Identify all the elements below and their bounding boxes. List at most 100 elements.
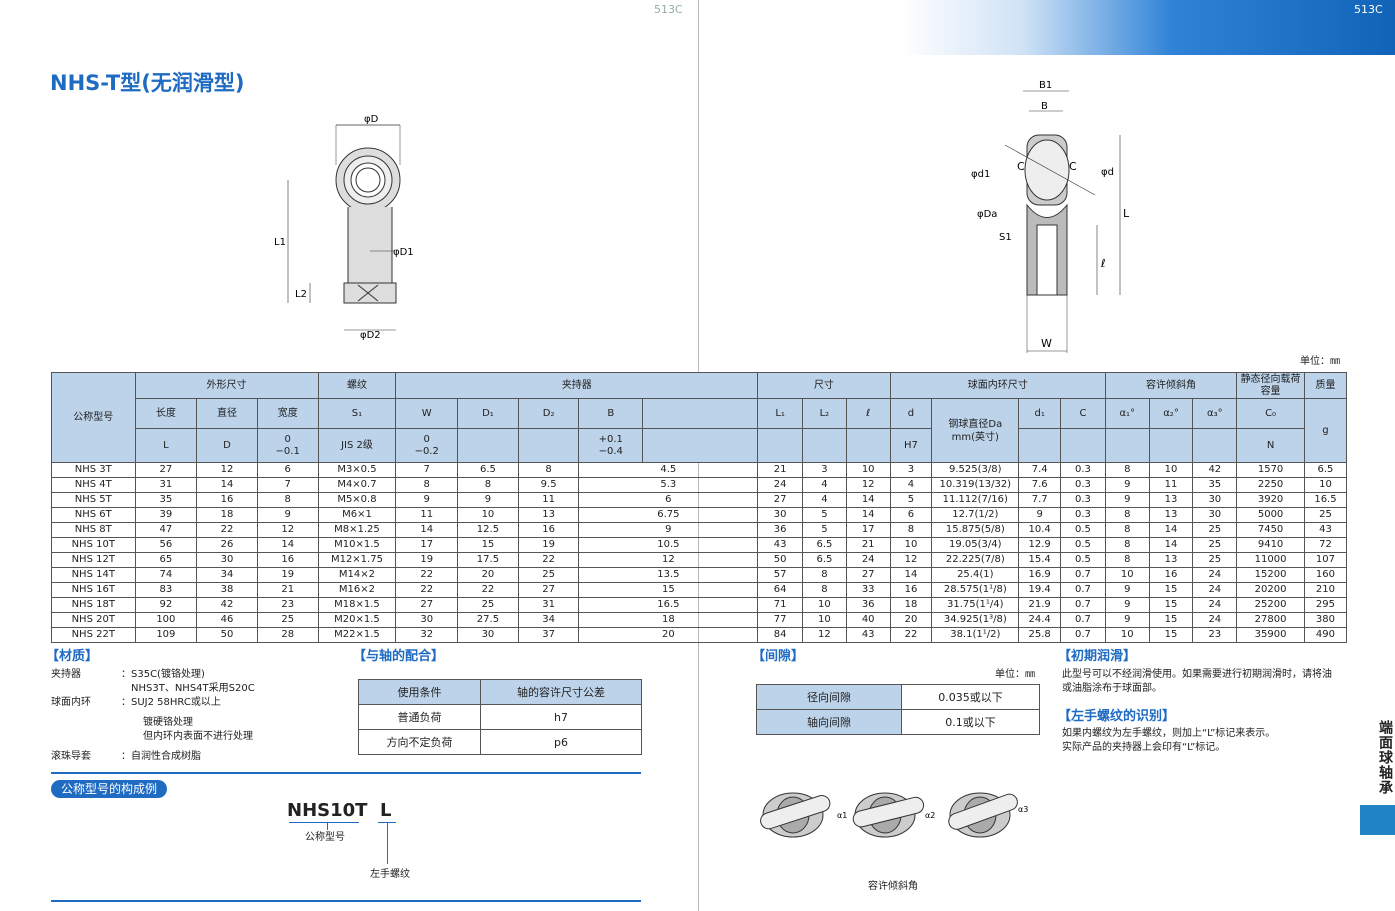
left-thread-text: 如果内螺纹为左手螺纹，则加上“L”标记来表示。 实际产品的夹持器上会印有“L”标… [1062, 727, 1357, 755]
tilt-figure-caption: 容许倾斜角 [868, 881, 918, 892]
page-title: NHS-T型(无润滑型) [50, 71, 245, 95]
table-cell: 11000 [1236, 552, 1305, 568]
table-cell: 25200 [1236, 597, 1305, 613]
table-cell: 18 [889, 597, 933, 613]
th-d: d [889, 398, 933, 429]
model-cell: NHS 3T [51, 462, 136, 478]
table-cell: 36 [845, 597, 891, 613]
table-cell: 27 [517, 582, 580, 598]
table-cell: M6×1 [317, 507, 397, 523]
table-cell: 9 [1104, 582, 1150, 598]
th-C0: C₀ [1236, 398, 1305, 429]
th-d-tol: H7 [889, 428, 933, 463]
rod-end-front-view-drawing: φD L1 L2 φD1 φD2 [274, 114, 414, 341]
th-width-tol: 0 −0.1 [256, 428, 319, 463]
table-cell: 9 [1018, 507, 1062, 523]
left-thread-heading: 【左手螺纹的识别】 [1058, 709, 1176, 724]
table-cell: 9.5 [517, 477, 580, 493]
table-cell: 6.5 [457, 462, 519, 478]
table-cell: 42 [196, 597, 258, 613]
table-cell: 19 [256, 567, 319, 583]
table-cell: 12 [196, 462, 258, 478]
table-cell: 25.4(1) [931, 567, 1020, 583]
table-cell: 100 [134, 612, 198, 628]
table-cell: 23 [256, 597, 319, 613]
table-cell: 9 [1104, 477, 1150, 493]
model-example-pill: 公称型号的构成例 [51, 780, 168, 798]
model-cell: NHS 6T [51, 507, 136, 523]
material-label: 滚珠导套 [51, 751, 91, 762]
dim-label-C-right: C [1069, 160, 1077, 173]
table-cell: 16 [196, 492, 258, 508]
table-cell: 19.4 [1018, 582, 1062, 598]
table-cell: 4 [802, 477, 847, 493]
dim-label-phid: φd [1101, 167, 1114, 178]
section-divider [51, 772, 641, 774]
tilt-angle-figure: α1 α2 α3 [760, 792, 1028, 838]
table-cell: 21 [845, 537, 891, 553]
table-cell: 14 [845, 507, 891, 523]
table-cell: 0.5 [1060, 552, 1106, 568]
table-cell: 25 [517, 567, 580, 583]
table-cell: 12.5 [457, 522, 519, 538]
table-cell: 23 [1192, 627, 1238, 643]
table-cell: 6 [889, 507, 933, 523]
table-cell: M16×2 [317, 582, 397, 598]
table-cell: 7.7 [1018, 492, 1062, 508]
table-cell: 0.7 [1060, 627, 1106, 643]
table-cell: 9 [1104, 597, 1150, 613]
table-cell: 21 [256, 582, 319, 598]
table-cell: 19.05(3/4) [931, 537, 1020, 553]
clearance-value: 0.1或以下 [901, 709, 1040, 735]
table-cell: 39 [134, 507, 198, 523]
table-cell: 15 [457, 537, 519, 553]
table-cell: M8×1.25 [317, 522, 397, 538]
dim-label-L2: L2 [295, 289, 307, 300]
material-heading: 【材质】 [46, 649, 99, 664]
table-cell: 6.5 [802, 537, 847, 553]
table-cell: 0.7 [1060, 567, 1106, 583]
table-cell: 15 [1148, 612, 1194, 628]
table-cell: 16 [889, 582, 933, 598]
table-cell: 17.5 [457, 552, 519, 568]
table-cell: 84 [757, 627, 804, 643]
table-cell: 10.4 [1018, 522, 1062, 538]
table-cell: 6.5 [802, 552, 847, 568]
table-cell: 20 [457, 567, 519, 583]
th-L1: L₁ [757, 398, 804, 429]
table-cell: 5 [889, 492, 933, 508]
model-suffix: L [380, 800, 392, 821]
table-cell: 7450 [1236, 522, 1305, 538]
table-cell: 5 [802, 507, 847, 523]
table-cell: 4 [889, 477, 933, 493]
th-inner-ring: 球面内环尺寸 [889, 372, 1106, 399]
table-cell: 10 [802, 597, 847, 613]
table-cell: 8 [802, 567, 847, 583]
table-cell: 31 [517, 597, 580, 613]
th-dims: 尺寸 [757, 372, 891, 399]
table-cell: 10 [1104, 567, 1150, 583]
clearance-label: 轴向间隙 [756, 709, 902, 735]
table-cell: 35900 [1236, 627, 1305, 643]
table-cell: 8 [256, 492, 319, 508]
table-cell: 8 [517, 462, 580, 478]
table-cell: 36 [757, 522, 804, 538]
code-leader [327, 822, 328, 830]
th-length-sym: L [134, 428, 198, 463]
table-cell: 30 [1192, 507, 1238, 523]
bottom-divider [51, 900, 641, 902]
dim-label-l: ℓ [1100, 257, 1106, 270]
table-cell: 25 [256, 612, 319, 628]
dim-label-L: L [1123, 207, 1130, 220]
angle-label-a1: α1 [837, 811, 847, 820]
table-cell: 27.5 [457, 612, 519, 628]
side-tab-label: 端面球轴承 [1377, 720, 1393, 795]
th-dia: 直径 [196, 398, 258, 429]
table-cell: 22.225(7/8) [931, 552, 1020, 568]
table-cell: 27 [757, 492, 804, 508]
table-cell: 0.3 [1060, 462, 1106, 478]
table-cell: 13 [1148, 507, 1194, 523]
table-cell: 13 [1148, 552, 1194, 568]
